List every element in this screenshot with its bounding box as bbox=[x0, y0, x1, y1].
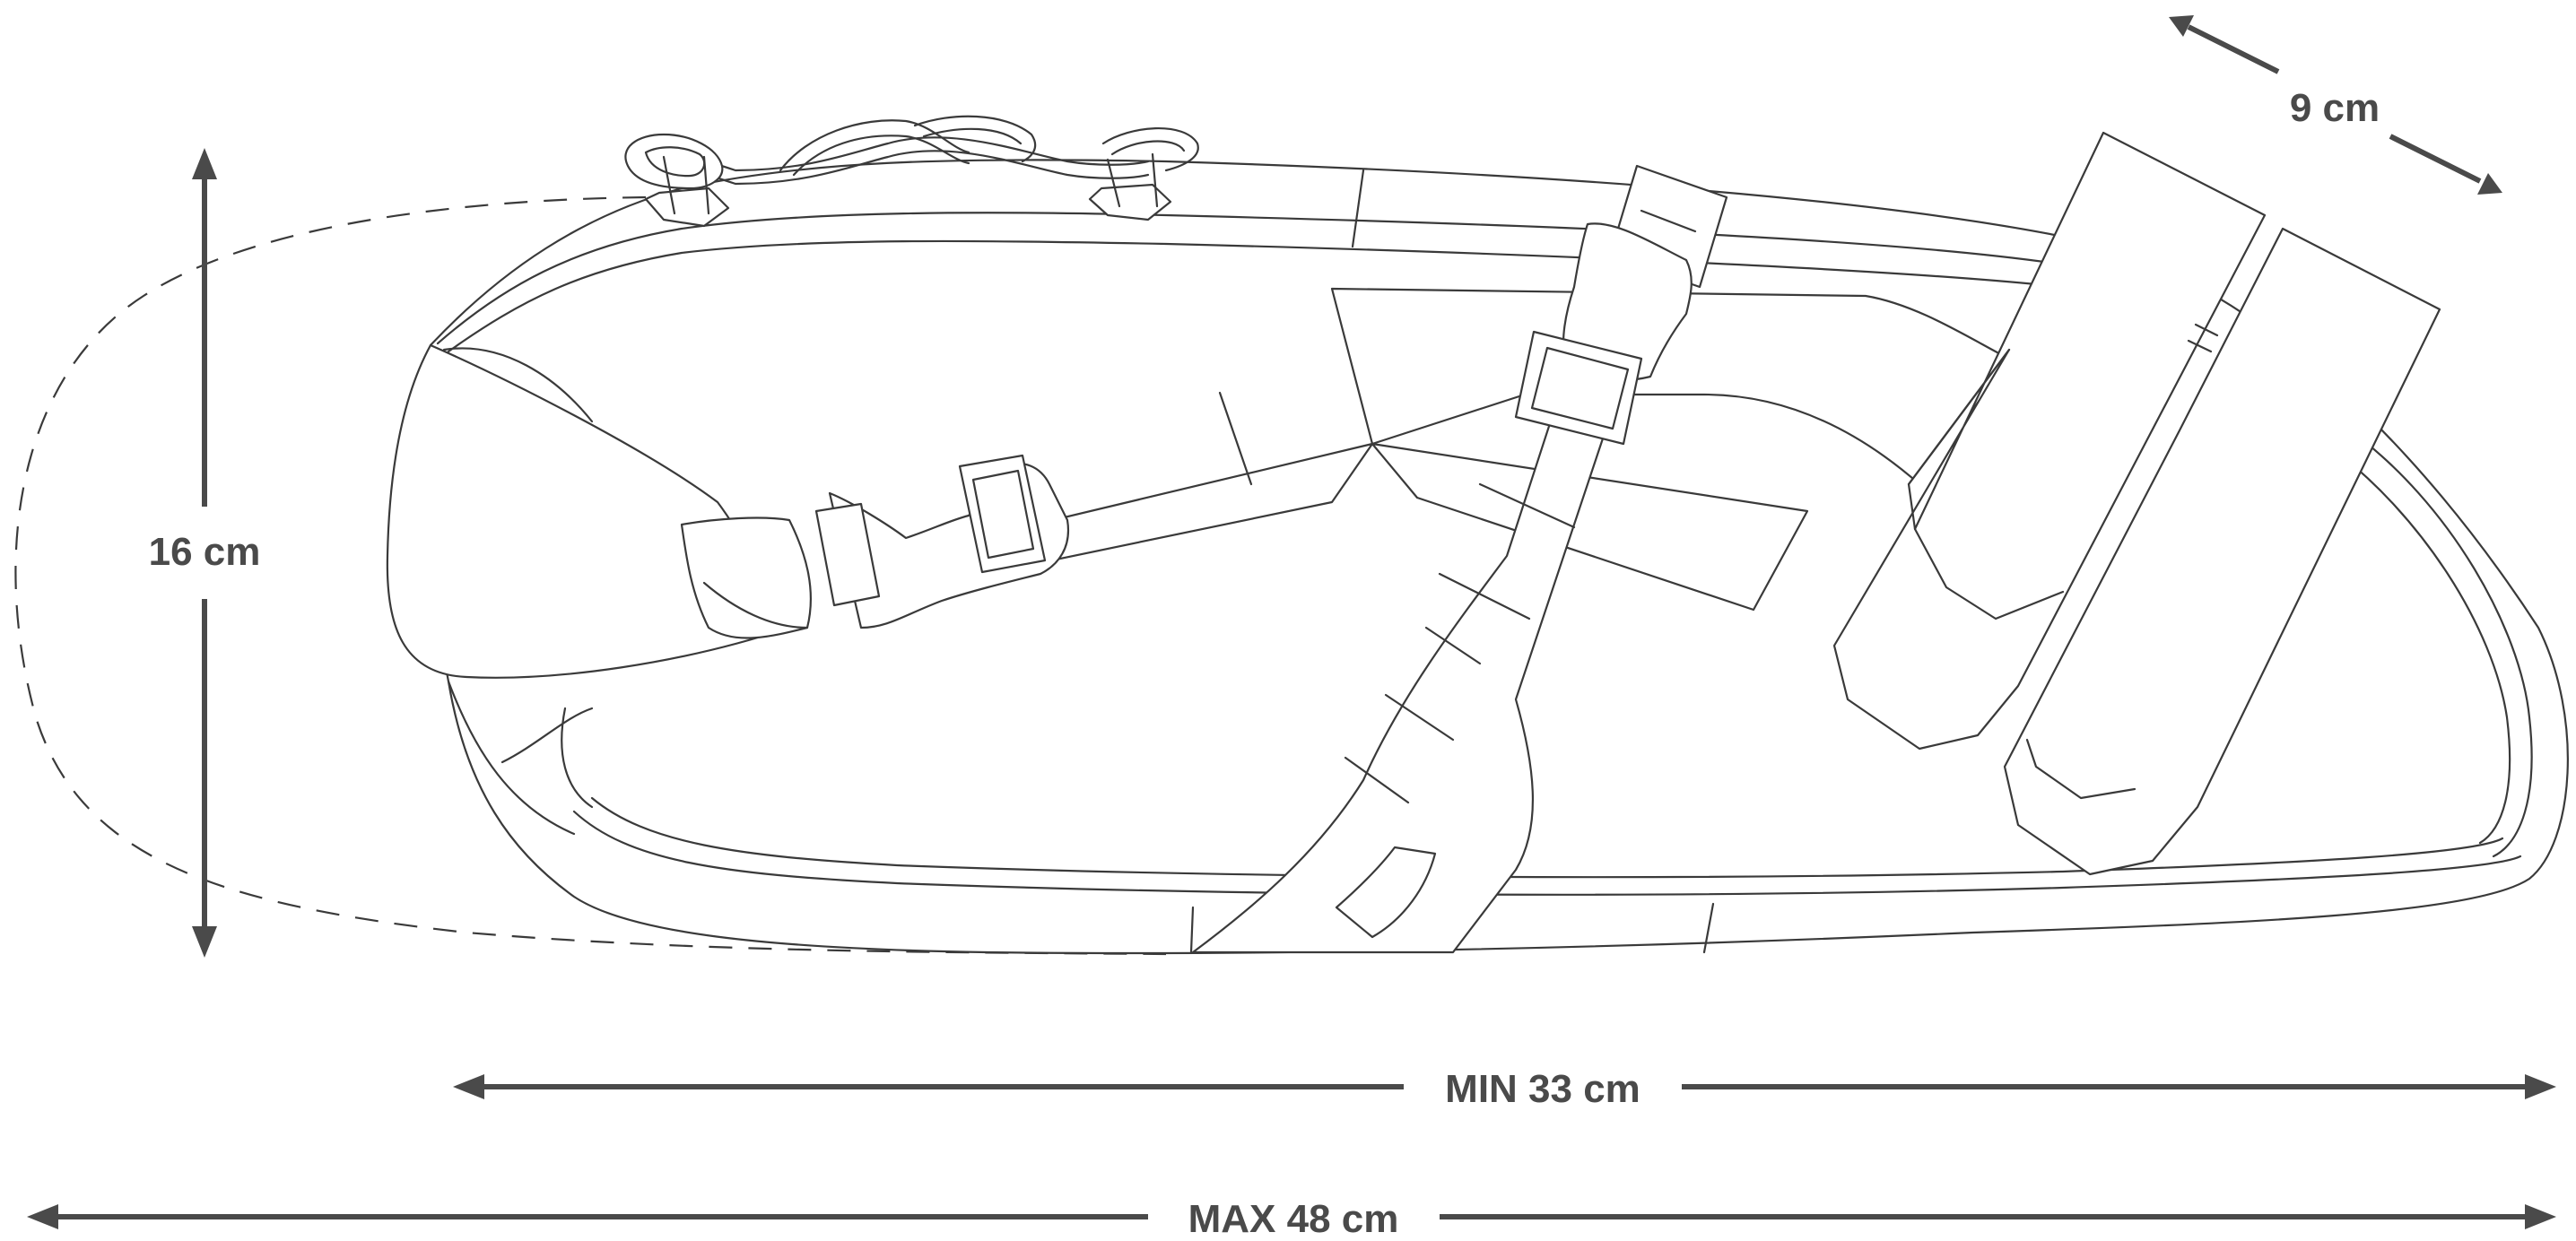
compression-strap-vertical bbox=[1191, 375, 1616, 954]
bag-seam-mark-3 bbox=[1702, 902, 1715, 954]
bag-rolltop-lower bbox=[447, 680, 594, 836]
bag-side-panel bbox=[1330, 287, 2011, 486]
buckle-vertical bbox=[1514, 164, 1728, 446]
max-length-dimension-arrow bbox=[27, 1204, 2556, 1229]
height-dimension-label: 16 cm bbox=[149, 530, 261, 574]
strap-vertical-bar-2 bbox=[1438, 572, 1531, 620]
bag-rolltop-fold bbox=[442, 347, 594, 423]
saddle-bag-illustration bbox=[386, 115, 2569, 955]
strap-left-seam bbox=[1218, 391, 1253, 486]
max-extension-dashed-outline bbox=[14, 195, 1167, 956]
strap-vertical-slot bbox=[1335, 846, 1437, 939]
buckle-left bbox=[680, 454, 1070, 639]
strap-vertical-mark-3 bbox=[1344, 756, 1410, 804]
bag-bottom-seam bbox=[572, 810, 2522, 896]
bag-seam-mark-2 bbox=[1189, 906, 1195, 954]
bag-top-seam bbox=[436, 212, 2065, 345]
bungee-cord bbox=[624, 115, 1199, 228]
bag-rolltop-end bbox=[386, 343, 791, 679]
strap-vertical-mark-2 bbox=[1384, 693, 1455, 742]
strap-vertical-mark-1 bbox=[1424, 626, 1482, 665]
rail-mount-straps bbox=[1832, 131, 2441, 876]
height-dimension-arrow bbox=[192, 148, 217, 958]
strap-vertical-bar-1 bbox=[1478, 482, 1576, 529]
bag-bottom-seam-inner bbox=[590, 796, 2504, 879]
bag-top-seam-inner bbox=[447, 239, 2047, 353]
bag-right-rim-inner bbox=[2330, 447, 2511, 845]
bag-right-rim bbox=[2348, 429, 2533, 858]
min-length-dimension-arrow bbox=[453, 1074, 2556, 1099]
max-length-dimension-label: MAX 48 cm bbox=[1188, 1197, 1399, 1241]
bag-seam-mark-1 bbox=[1351, 169, 1365, 248]
depth-dimension-label: 9 cm bbox=[2290, 86, 2380, 130]
min-length-dimension-label: MIN 33 cm bbox=[1445, 1067, 1640, 1111]
depth-dimension-arrow bbox=[2169, 15, 2502, 195]
